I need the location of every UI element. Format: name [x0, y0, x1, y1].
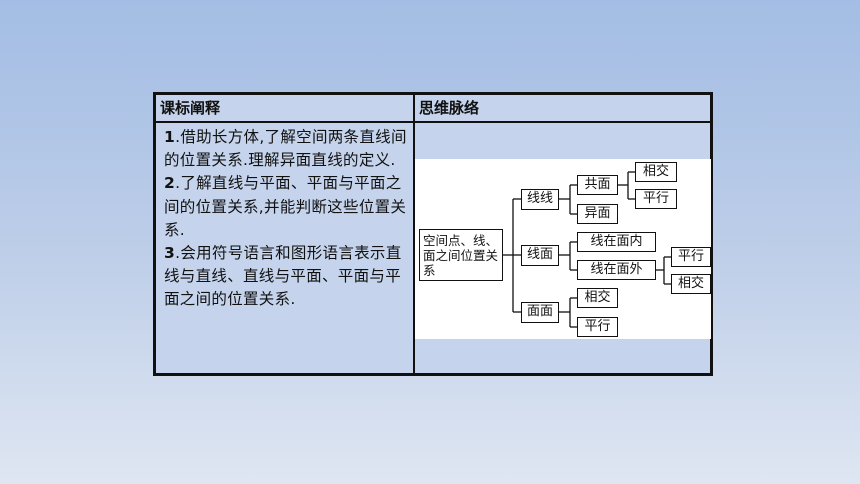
point-1: 1.借助长方体,了解空间两条直线间的位置关系.理解异面直线的定义.	[164, 128, 407, 170]
node-intersect-2: 相交	[671, 274, 711, 294]
node-in-plane: 线在面内	[577, 232, 656, 252]
node-line-line: 线线	[521, 189, 559, 210]
node-parallel-2: 平行	[671, 247, 711, 267]
curriculum-text: 1.借助长方体,了解空间两条直线间的位置关系.理解异面直线的定义. 2.了解直线…	[164, 126, 408, 312]
node-line-plane: 线面	[521, 245, 559, 266]
node-parallel-1: 平行	[635, 189, 677, 209]
node-out-plane: 线在面外	[577, 260, 656, 280]
mindmap-connectors	[503, 171, 671, 328]
node-coplanar: 共面	[577, 175, 618, 195]
content-card: 课标阐释 思维脉络 1.借助长方体,了解空间两条直线间的位置关系.理解异面直线的…	[153, 92, 713, 376]
header-divider	[156, 121, 710, 123]
point-3: 3.会用符号语言和图形语言表示直线与直线、直线与平面、平面与平面之间的位置关系.	[164, 244, 402, 309]
node-parallel-3: 平行	[577, 317, 618, 337]
node-intersect-1: 相交	[635, 162, 677, 182]
column-divider	[413, 95, 415, 373]
node-skew: 异面	[577, 204, 618, 224]
node-root: 空间点、线、面之间位置关系	[419, 229, 503, 281]
point-2: 2.了解直线与平面、平面与平面之间的位置关系,并能判断这些位置关系.	[164, 174, 407, 239]
node-intersect-3: 相交	[577, 288, 618, 308]
node-plane-plane: 面面	[521, 302, 559, 323]
header-curriculum: 课标阐释	[160, 99, 221, 117]
header-mindmap: 思维脉络	[419, 99, 480, 117]
